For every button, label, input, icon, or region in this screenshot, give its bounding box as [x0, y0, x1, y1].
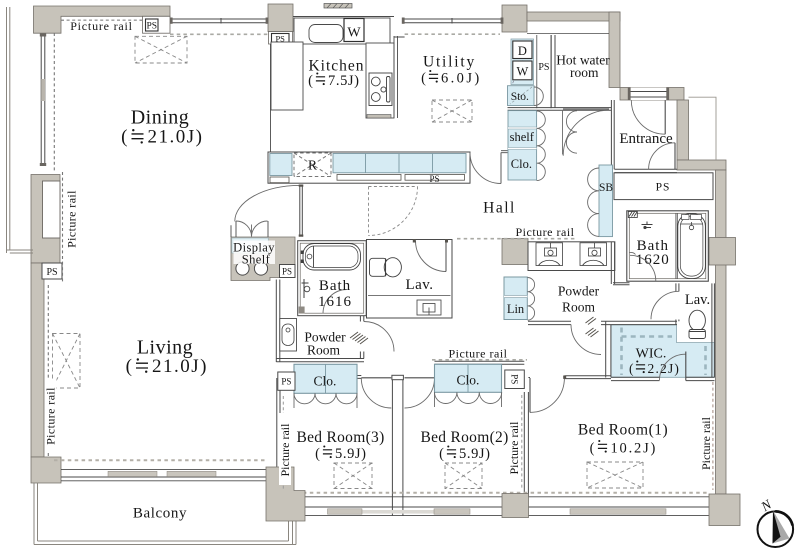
svg-text:Display: Display [233, 241, 275, 255]
svg-text:(: ( [590, 441, 595, 457]
svg-text:Bed Room(1): Bed Room(1) [578, 421, 668, 438]
svg-text:W: W [516, 64, 528, 78]
svg-text:PS: PS [275, 33, 285, 43]
svg-text:(: ( [439, 446, 444, 462]
svg-text:Bed Room(3): Bed Room(3) [296, 429, 384, 446]
svg-text:(: ( [315, 446, 320, 462]
svg-text:10.2J): 10.2J) [611, 441, 658, 457]
svg-text:(: ( [126, 356, 132, 377]
svg-text:21.0J): 21.0J) [148, 127, 204, 148]
svg-text:21.0J): 21.0J) [152, 356, 208, 377]
svg-text:Picture rail: Picture rail [516, 225, 575, 239]
svg-text:Picture rail: Picture rail [44, 387, 58, 445]
svg-text:(: ( [421, 71, 426, 87]
svg-text:Picture rail: Picture rail [278, 423, 292, 477]
svg-text:PS: PS [509, 374, 519, 384]
svg-text:Lin: Lin [507, 302, 525, 316]
svg-text:Powder: Powder [558, 283, 600, 298]
svg-text:Picture rail: Picture rail [70, 19, 133, 33]
svg-text:Clo.: Clo. [457, 372, 480, 387]
svg-text:Clo.: Clo. [511, 157, 532, 171]
svg-text:room: room [570, 65, 599, 80]
svg-text:Clo.: Clo. [314, 373, 337, 388]
svg-text:1616: 1616 [318, 294, 352, 310]
svg-text:SB: SB [599, 182, 613, 194]
svg-text:Bed Room(2): Bed Room(2) [420, 429, 508, 446]
svg-text:2.2J): 2.2J) [648, 361, 681, 376]
svg-text:Room: Room [562, 299, 596, 314]
svg-text:Sto.: Sto. [511, 91, 529, 103]
svg-text:(: ( [121, 127, 127, 148]
svg-text:Dining: Dining [131, 107, 190, 129]
svg-text:Room: Room [307, 342, 341, 357]
svg-text:Bath: Bath [319, 278, 351, 294]
svg-text:Powder: Powder [304, 329, 346, 344]
svg-text:5.9J): 5.9J) [335, 446, 367, 462]
svg-text:7.5J): 7.5J) [328, 73, 360, 89]
svg-text:Entrance: Entrance [619, 131, 673, 147]
svg-text:Shelf: Shelf [242, 253, 271, 267]
svg-text:PS: PS [282, 267, 292, 277]
svg-text:WIC.: WIC. [636, 347, 667, 362]
svg-text:Kitchen: Kitchen [308, 58, 364, 75]
svg-text:Picture rail: Picture rail [699, 416, 713, 470]
svg-text:PS: PS [281, 377, 291, 387]
svg-text:1620: 1620 [636, 252, 670, 268]
svg-text:Picture rail: Picture rail [65, 190, 79, 248]
svg-text:(: ( [308, 73, 313, 89]
svg-text:(: ( [629, 361, 634, 376]
svg-text:Lav.: Lav. [685, 292, 710, 308]
svg-text:Bath: Bath [637, 238, 669, 254]
svg-text:D: D [518, 44, 527, 58]
svg-text:PS: PS [429, 174, 439, 184]
svg-text:PS: PS [656, 182, 671, 194]
svg-text:R: R [308, 158, 317, 173]
svg-text:Hall: Hall [483, 200, 516, 217]
svg-text:Lav.: Lav. [405, 277, 433, 293]
svg-text:Living: Living [137, 337, 193, 359]
svg-text:PS: PS [538, 62, 549, 73]
svg-text:Utility: Utility [423, 54, 476, 71]
svg-text:Picture rail: Picture rail [449, 347, 508, 361]
svg-text:PS: PS [147, 22, 158, 32]
svg-text:shelf: shelf [510, 130, 535, 144]
svg-text:Hot water: Hot water [556, 53, 610, 68]
svg-text:W: W [347, 25, 361, 40]
svg-text:Picture rail: Picture rail [507, 421, 521, 475]
svg-text:6.0J): 6.0J) [441, 71, 482, 87]
svg-text:5.9J): 5.9J) [459, 446, 491, 462]
svg-text:PS: PS [46, 267, 57, 278]
svg-text:Balcony: Balcony [133, 506, 187, 522]
